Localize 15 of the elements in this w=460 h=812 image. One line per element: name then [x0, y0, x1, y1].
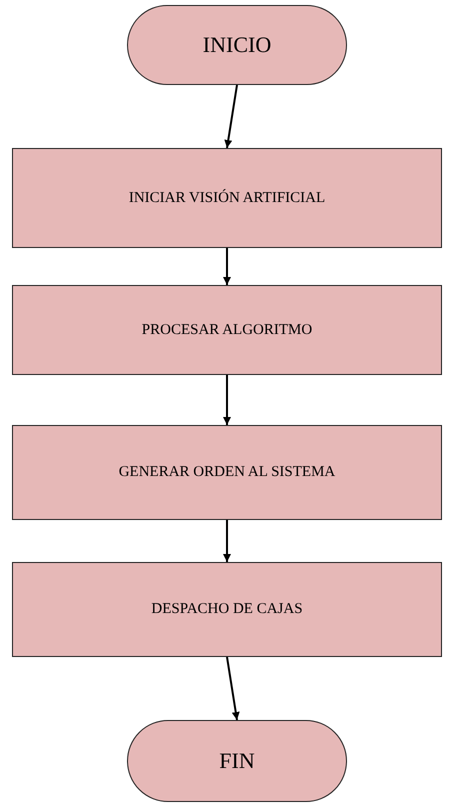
- node-label: GENERAR ORDEN AL SISTEMA: [118, 464, 336, 481]
- arrow: [226, 656, 240, 720]
- process-box: [12, 425, 442, 520]
- arrow: [224, 84, 238, 148]
- process-box: [12, 562, 442, 657]
- node-label: INICIO: [202, 32, 272, 58]
- arrow: [223, 248, 231, 285]
- arrow: [223, 520, 231, 562]
- node-label: FIN: [218, 748, 256, 774]
- node-label: INICIAR VISIÓN ARTIFICIAL: [128, 190, 326, 206]
- arrow: [223, 375, 231, 425]
- process-box: [12, 148, 442, 248]
- process-box: [12, 285, 442, 375]
- node-label: DESPACHO DE CAJAS: [150, 601, 304, 618]
- node-label: PROCESAR ALGORITMO: [140, 322, 314, 338]
